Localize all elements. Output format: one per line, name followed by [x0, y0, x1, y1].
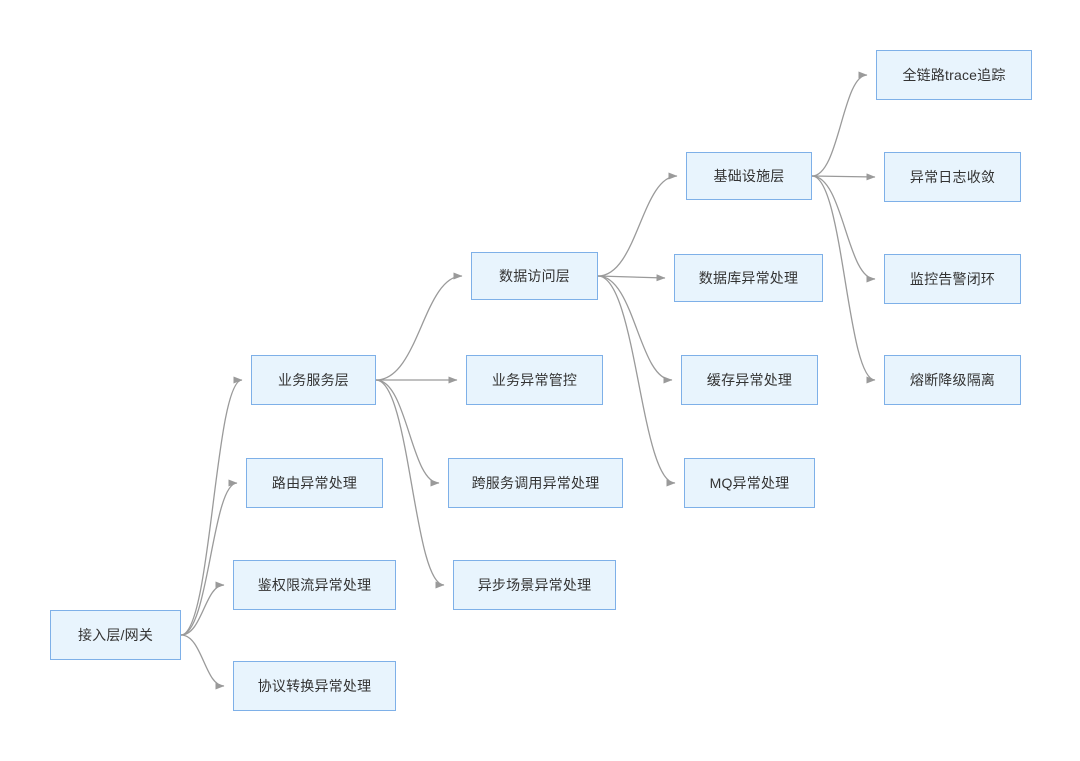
node-async-scene[interactable]: 异步场景异常处理	[453, 560, 616, 610]
node-label: 异常日志收敛	[909, 168, 996, 185]
edge-data-layer-to-mq-ex	[597, 275, 676, 487]
edge-data-layer-to-cache-ex	[597, 275, 673, 384]
node-label: 数据访问层	[499, 267, 570, 284]
node-label: 全链路trace追踪	[902, 66, 1006, 83]
node-trace[interactable]: 全链路trace追踪	[876, 50, 1032, 100]
node-monitor-alert[interactable]: 监控告警闭环	[884, 254, 1021, 304]
edge-gateway-to-protocol-conv	[180, 634, 225, 690]
node-auth-ratelimit[interactable]: 鉴权限流异常处理	[233, 560, 396, 610]
edge-infra-layer-to-trace	[811, 71, 868, 177]
node-route-ex[interactable]: 路由异常处理	[246, 458, 383, 508]
node-label: 接入层/网关	[77, 626, 154, 643]
node-label: 异步场景异常处理	[477, 576, 592, 593]
edge-infra-layer-to-log-converge	[811, 173, 876, 181]
node-label: MQ异常处理	[709, 474, 790, 491]
node-label: 基础设施层	[713, 167, 785, 184]
node-cache-ex[interactable]: 缓存异常处理	[681, 355, 818, 405]
node-circuit-break[interactable]: 熔断降级隔离	[884, 355, 1021, 405]
node-log-converge[interactable]: 异常日志收敛	[884, 152, 1021, 202]
node-label: 协议转换异常处理	[257, 677, 372, 694]
node-label: 业务服务层	[278, 371, 349, 388]
node-cross-svc-call[interactable]: 跨服务调用异常处理	[448, 458, 623, 508]
node-label: 缓存异常处理	[706, 371, 793, 388]
node-label: 熔断降级隔离	[909, 371, 996, 388]
edge-data-layer-to-infra-layer	[597, 172, 678, 277]
edge-gateway-to-route-ex	[180, 479, 238, 636]
node-label: 跨服务调用异常处理	[471, 474, 600, 491]
edge-gateway-to-auth-ratelimit	[180, 581, 225, 636]
node-gateway[interactable]: 接入层/网关	[50, 610, 181, 660]
node-label: 路由异常处理	[271, 474, 358, 491]
node-service-layer[interactable]: 业务服务层	[251, 355, 376, 405]
node-label: 业务异常管控	[491, 371, 578, 388]
node-infra-layer[interactable]: 基础设施层	[686, 152, 812, 200]
node-label: 监控告警闭环	[909, 270, 996, 287]
node-label: 数据库异常处理	[698, 269, 799, 286]
node-data-layer[interactable]: 数据访问层	[471, 252, 598, 300]
edge-service-layer-to-data-layer	[375, 272, 463, 381]
node-label: 鉴权限流异常处理	[257, 576, 372, 593]
node-db-ex[interactable]: 数据库异常处理	[674, 254, 823, 302]
edge-data-layer-to-db-ex	[597, 274, 666, 282]
edge-service-layer-to-cross-svc-call	[375, 379, 440, 487]
edge-service-layer-to-async-scene	[375, 379, 445, 589]
node-protocol-conv[interactable]: 协议转换异常处理	[233, 661, 396, 711]
node-biz-ex-ctrl[interactable]: 业务异常管控	[466, 355, 603, 405]
node-mq-ex[interactable]: MQ异常处理	[684, 458, 815, 508]
